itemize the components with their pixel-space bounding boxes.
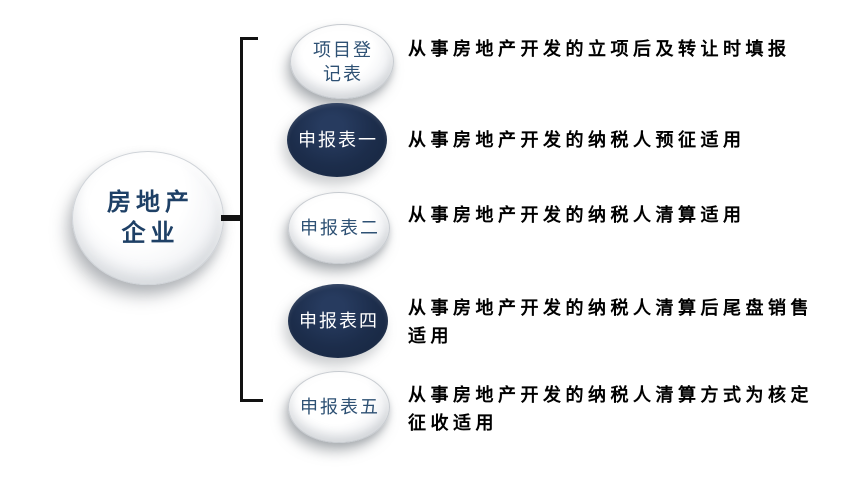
brace-connector-root-stub xyxy=(221,215,243,221)
node-declaration-form-2: 申报表二 xyxy=(288,192,390,264)
node-declaration-form-5: 申报表五 xyxy=(288,371,390,443)
desc-declaration-form-4: 从事房地产开发的纳税人清算后尾盘销售适用 xyxy=(408,298,813,346)
desc-project-registration: 从事房地产开发的立项后及转让时填报 xyxy=(408,39,791,59)
node-label-line2: 记表 xyxy=(323,63,363,84)
root-node-real-estate-enterprise: 房地产 企业 xyxy=(72,151,224,285)
desc-declaration-form-5: 从事房地产开发的纳税人清算方式为核定征收适用 xyxy=(408,385,813,433)
node-label-line1: 项目登 xyxy=(313,39,373,60)
node-declaration-form-4: 申报表四 xyxy=(288,284,388,358)
node-label: 申报表四 xyxy=(299,311,379,331)
root-node-label-line1: 房地产 xyxy=(107,189,194,216)
desc-declaration-form-1: 从事房地产开发的纳税人预征适用 xyxy=(408,130,746,150)
brace-connector-top-hook xyxy=(240,37,258,40)
node-label: 申报表五 xyxy=(300,397,380,417)
root-node-label-line2: 企业 xyxy=(121,220,180,247)
node-declaration-form-1: 申报表一 xyxy=(287,103,387,177)
desc-declaration-form-2: 从事房地产开发的纳税人清算适用 xyxy=(408,205,746,225)
node-label: 申报表二 xyxy=(300,218,380,238)
node-label: 项目登 记表 xyxy=(311,38,373,86)
brace-connector-bottom-hook xyxy=(240,399,263,402)
node-label: 申报表一 xyxy=(298,130,378,150)
node-project-registration-form: 项目登 记表 xyxy=(290,24,394,99)
